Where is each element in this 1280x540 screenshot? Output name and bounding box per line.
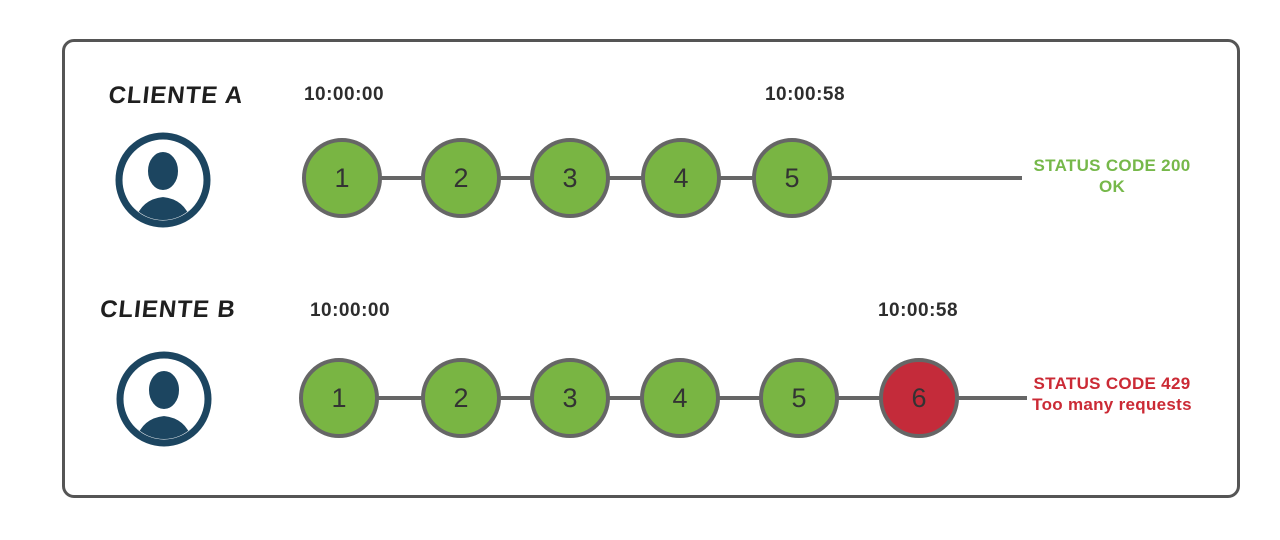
request-node-a3: 3 <box>530 138 610 218</box>
start-timestamp-b: 10:00:00 <box>309 300 391 321</box>
status-title-b: STATUS CODE 429 <box>1033 374 1191 393</box>
start-timestamp-a: 10:00:00 <box>303 84 385 105</box>
request-node-b6: 6 <box>879 358 959 438</box>
request-node-a1: 1 <box>302 138 382 218</box>
client-b-label: CLIENTE B <box>98 296 238 323</box>
request-node-a4: 4 <box>641 138 721 218</box>
status-subtitle-a: OK <box>1098 177 1126 196</box>
request-node-b4: 4 <box>640 358 720 438</box>
status-code-label-a: STATUS CODE 200 OK <box>1002 155 1222 197</box>
request-node-b2: 2 <box>421 358 501 438</box>
end-timestamp-a: 10:00:58 <box>764 84 846 105</box>
request-node-a5: 5 <box>752 138 832 218</box>
user-avatar-icon <box>115 132 211 228</box>
client-a-label: CLIENTE A <box>107 82 245 109</box>
request-node-b1: 1 <box>299 358 379 438</box>
request-node-b5: 5 <box>759 358 839 438</box>
status-code-label-b: STATUS CODE 429 Too many requests <box>1002 373 1222 415</box>
user-avatar-icon <box>116 351 212 447</box>
status-subtitle-b: Too many requests <box>1032 395 1192 414</box>
end-timestamp-b: 10:00:58 <box>877 300 959 321</box>
request-node-a2: 2 <box>421 138 501 218</box>
status-title-a: STATUS CODE 200 <box>1033 156 1191 175</box>
request-node-b3: 3 <box>530 358 610 438</box>
